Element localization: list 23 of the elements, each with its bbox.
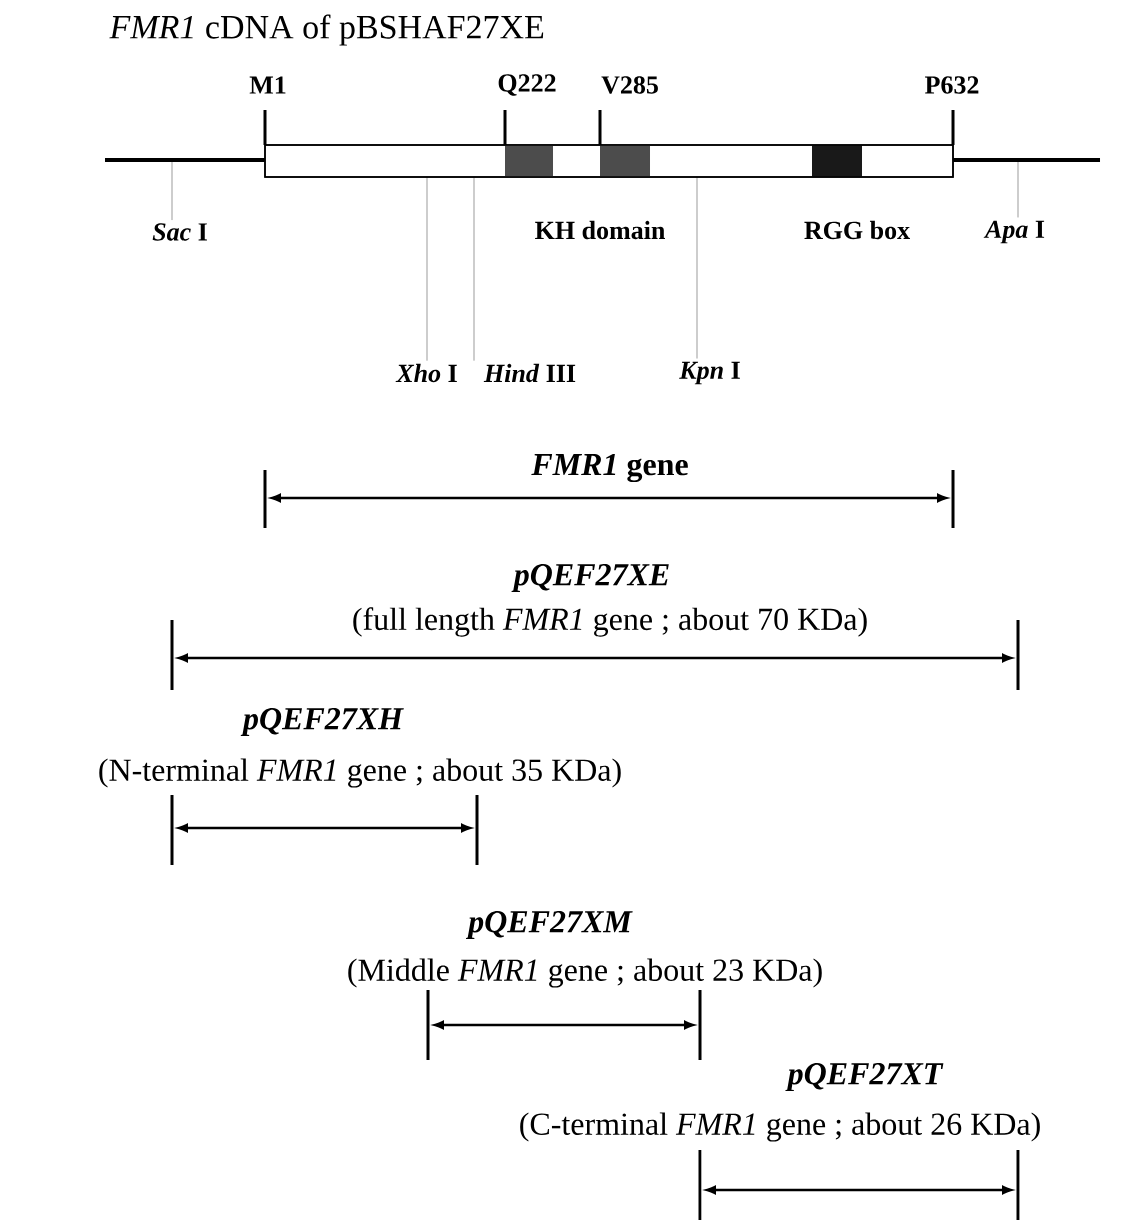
construct-description: (full length FMR1 gene ; about 70 KDa): [353, 607, 867, 637]
construct-name: pQEF27XH: [240, 708, 404, 736]
construct-name: pQEF27XT: [785, 1063, 944, 1091]
site-label: Sac I: [152, 223, 207, 241]
site-label: Hind III: [483, 363, 576, 383]
site-label: Xho I: [395, 363, 457, 383]
leader-line: [1017, 161, 1019, 218]
construct-description: (Middle FMR1 gene ; about 23 KDa): [348, 958, 822, 988]
construct-name: pQEF27XM: [465, 911, 633, 939]
site-label: Apa I: [983, 220, 1045, 244]
gene-map-drawing: [103, 110, 1102, 178]
leader-line: [696, 176, 698, 359]
construct-name: pQEF27XE: [511, 564, 669, 592]
leader-line: [171, 161, 173, 221]
construct-name: FMR1 gene: [531, 453, 688, 483]
domain-label: RGG box: [804, 220, 910, 240]
title: FMR1 cDNA of pBSHAF27XE: [109, 14, 544, 46]
domain-label: KH domain: [535, 220, 665, 240]
construct-description: (N-terminal FMR1 gene ; about 35 KDa): [99, 758, 621, 788]
leader-line: [473, 176, 475, 361]
site-label: Kpn I: [679, 361, 740, 385]
leader-line: [426, 176, 428, 361]
construct-description: (C-terminal FMR1 gene ; about 26 KDa): [520, 1112, 1040, 1142]
